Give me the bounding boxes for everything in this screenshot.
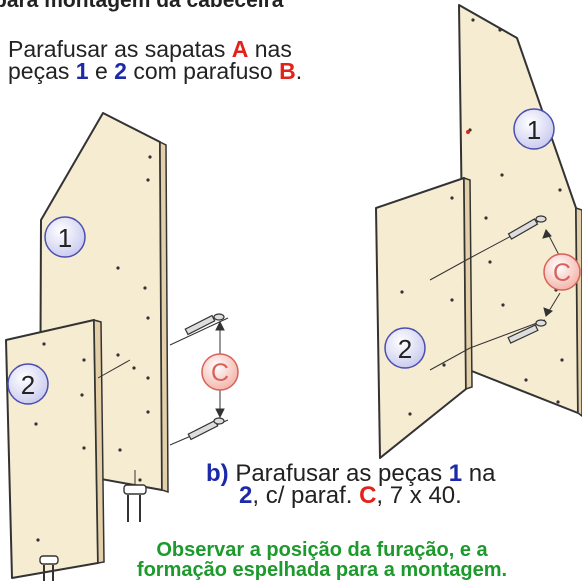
step-a-line-1: Parafusar as sapatas A nas <box>8 36 292 62</box>
right-badge-screw-c: C <box>543 253 581 291</box>
step-b-line-1: b) Parafusar as peças 1 na <box>206 460 496 487</box>
part-c-label: C <box>359 482 377 509</box>
left-screw-c-lower <box>169 417 229 446</box>
left-sapata-a-front <box>39 555 59 581</box>
step-b-line-2: 2, c/ paraf. C, 7 x 40. <box>239 482 462 509</box>
step-b-instruction: b) Parafusar as peças 1 na 2, c/ paraf. … <box>206 460 496 509</box>
page-title: para montagem da cabeceira <box>0 0 284 12</box>
svg-text:C: C <box>211 359 229 387</box>
right-piece-2-panel <box>375 176 473 459</box>
right-badge-piece-2: 2 <box>384 327 426 369</box>
drilling-note-line-1: Observar a posição da furação, e a <box>156 539 488 561</box>
left-screw-b-guide <box>97 359 136 485</box>
part-a-label: A <box>231 36 249 62</box>
step-a-instruction: Parafusar as sapatas A nas peças 1 e 2 c… <box>8 36 303 84</box>
drilling-note-line-2: formação espelhada para a montagem. <box>136 559 508 581</box>
right-screw-c-arrows <box>542 229 561 317</box>
right-guide-lines <box>429 257 471 371</box>
svg-text:2: 2 <box>398 334 412 364</box>
svg-text:2: 2 <box>21 370 35 400</box>
piece-2-label: 2 <box>114 58 127 84</box>
step-a-line-2: peças 1 e 2 com parafuso B. <box>8 58 303 84</box>
svg-text:C: C <box>553 259 571 287</box>
right-badge-piece-1: 1 <box>513 108 555 150</box>
left-badge-piece-2: 2 <box>7 363 49 405</box>
right-screw-c-lower <box>469 319 547 349</box>
svg-text:1: 1 <box>527 115 541 145</box>
drilling-note: Observar a posição da furação, e a forma… <box>62 540 582 580</box>
step-b-label: b) <box>206 460 229 487</box>
right-piece-1-panel <box>458 4 582 417</box>
piece-1-label: 1 <box>75 58 89 84</box>
part-b-label: B <box>279 58 296 84</box>
svg-text:1: 1 <box>58 223 72 253</box>
right-screw-c-upper <box>469 215 547 259</box>
left-sapata-a-back <box>123 484 147 522</box>
left-screw-c-upper <box>169 313 229 346</box>
left-badge-piece-1: 1 <box>44 216 86 258</box>
left-badge-screw-c: C <box>201 353 239 391</box>
